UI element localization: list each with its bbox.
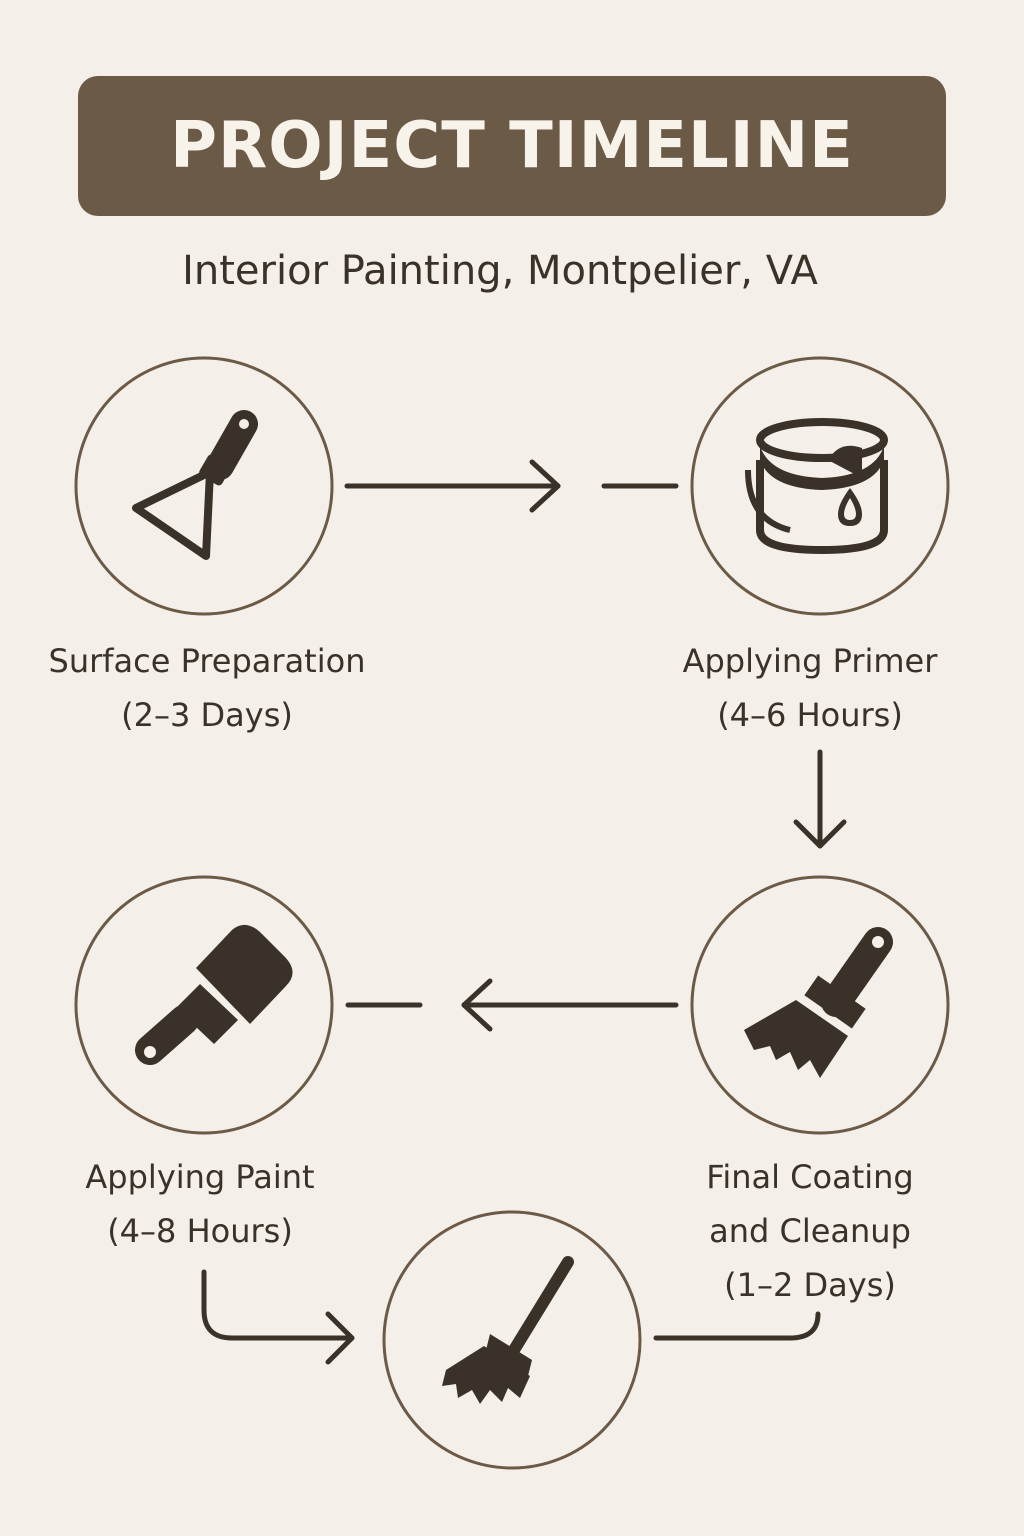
page-subtitle: Interior Painting, Montpelier, VA [182,248,818,294]
paintbrush-icon [744,927,893,1078]
step-label-surface-preparation: Surface Preparation (2–3 Days) [24,634,390,742]
step-duration: (4–8 Hours) [107,1212,293,1250]
step-duration: (4–6 Hours) [717,696,903,734]
step-node-cleanup [382,1210,642,1470]
page-title: PROJECT TIMELINE [170,109,854,183]
step-node-applying-primer [690,356,950,616]
step-name: Final Coating [706,1158,914,1196]
step-label-final-coating: Final Coating and Cleanup (1–2 Days) [660,1150,960,1312]
wide-brush-icon [135,924,293,1065]
step-name: Surface Preparation [48,642,366,680]
step-name: Applying Paint [85,1158,315,1196]
step-name: Applying Primer [682,642,938,680]
arrow-down [793,749,847,849]
connector-curved [653,1311,821,1341]
step-node-applying-paint [74,875,334,1135]
step-duration: (2–3 Days) [121,696,293,734]
arrow-left [345,978,679,1032]
step-label-applying-primer: Applying Primer (4–6 Hours) [638,634,982,742]
step-name-line2: and Cleanup [709,1212,911,1250]
title-banner: PROJECT TIMELINE [78,76,946,216]
arrow-curved-right [201,1269,355,1365]
step-node-final-coating [690,875,950,1135]
step-duration: (1–2 Days) [724,1266,896,1304]
step-node-surface-preparation [74,356,334,616]
paint-can-icon [745,418,888,555]
putty-knife-icon [132,410,258,560]
step-label-applying-paint: Applying Paint (4–8 Hours) [40,1150,360,1258]
arrow-right-1 [344,459,679,513]
broom-icon [442,1256,574,1404]
